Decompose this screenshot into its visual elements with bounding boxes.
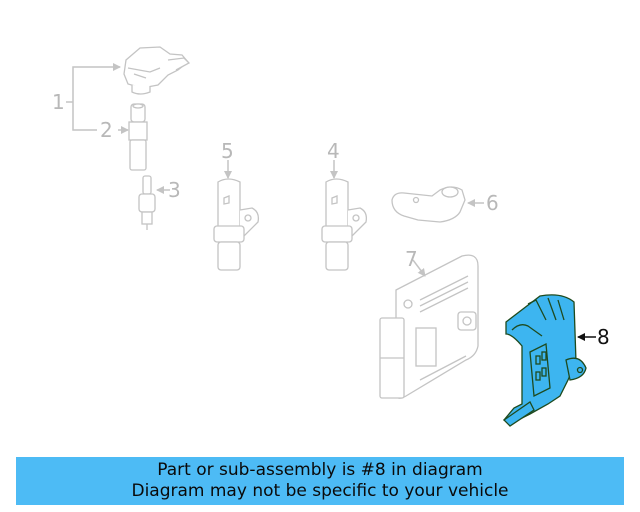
sensor-bracket-illustration — [391, 186, 466, 223]
coil-boot-illustration — [128, 103, 148, 171]
callout-8[interactable]: 8 — [597, 325, 610, 349]
callout-2[interactable]: 2 — [100, 118, 113, 142]
ignition-coil-illustration — [123, 46, 191, 95]
sensor-5-illustration — [213, 178, 260, 271]
callout-6[interactable]: 6 — [486, 191, 499, 215]
sensor-4-illustration — [321, 178, 368, 271]
callout-4[interactable]: 4 — [327, 139, 340, 163]
ecm-bracket-illustration-highlighted — [502, 294, 587, 427]
ecm-illustration — [379, 254, 479, 399]
banner-part-line: Part or sub-assembly is #8 in diagram — [157, 460, 483, 480]
callout-5[interactable]: 5 — [221, 139, 234, 163]
spark-plug-illustration — [138, 175, 156, 230]
callout-7[interactable]: 7 — [405, 247, 418, 271]
callout-1[interactable]: 1 — [52, 90, 65, 114]
banner-disclaimer-line: Diagram may not be specific to your vehi… — [131, 481, 509, 501]
parts-diagram — [66, 46, 596, 427]
info-banner: Part or sub-assembly is #8 in diagram Di… — [16, 457, 624, 505]
callout-3[interactable]: 3 — [168, 178, 181, 202]
